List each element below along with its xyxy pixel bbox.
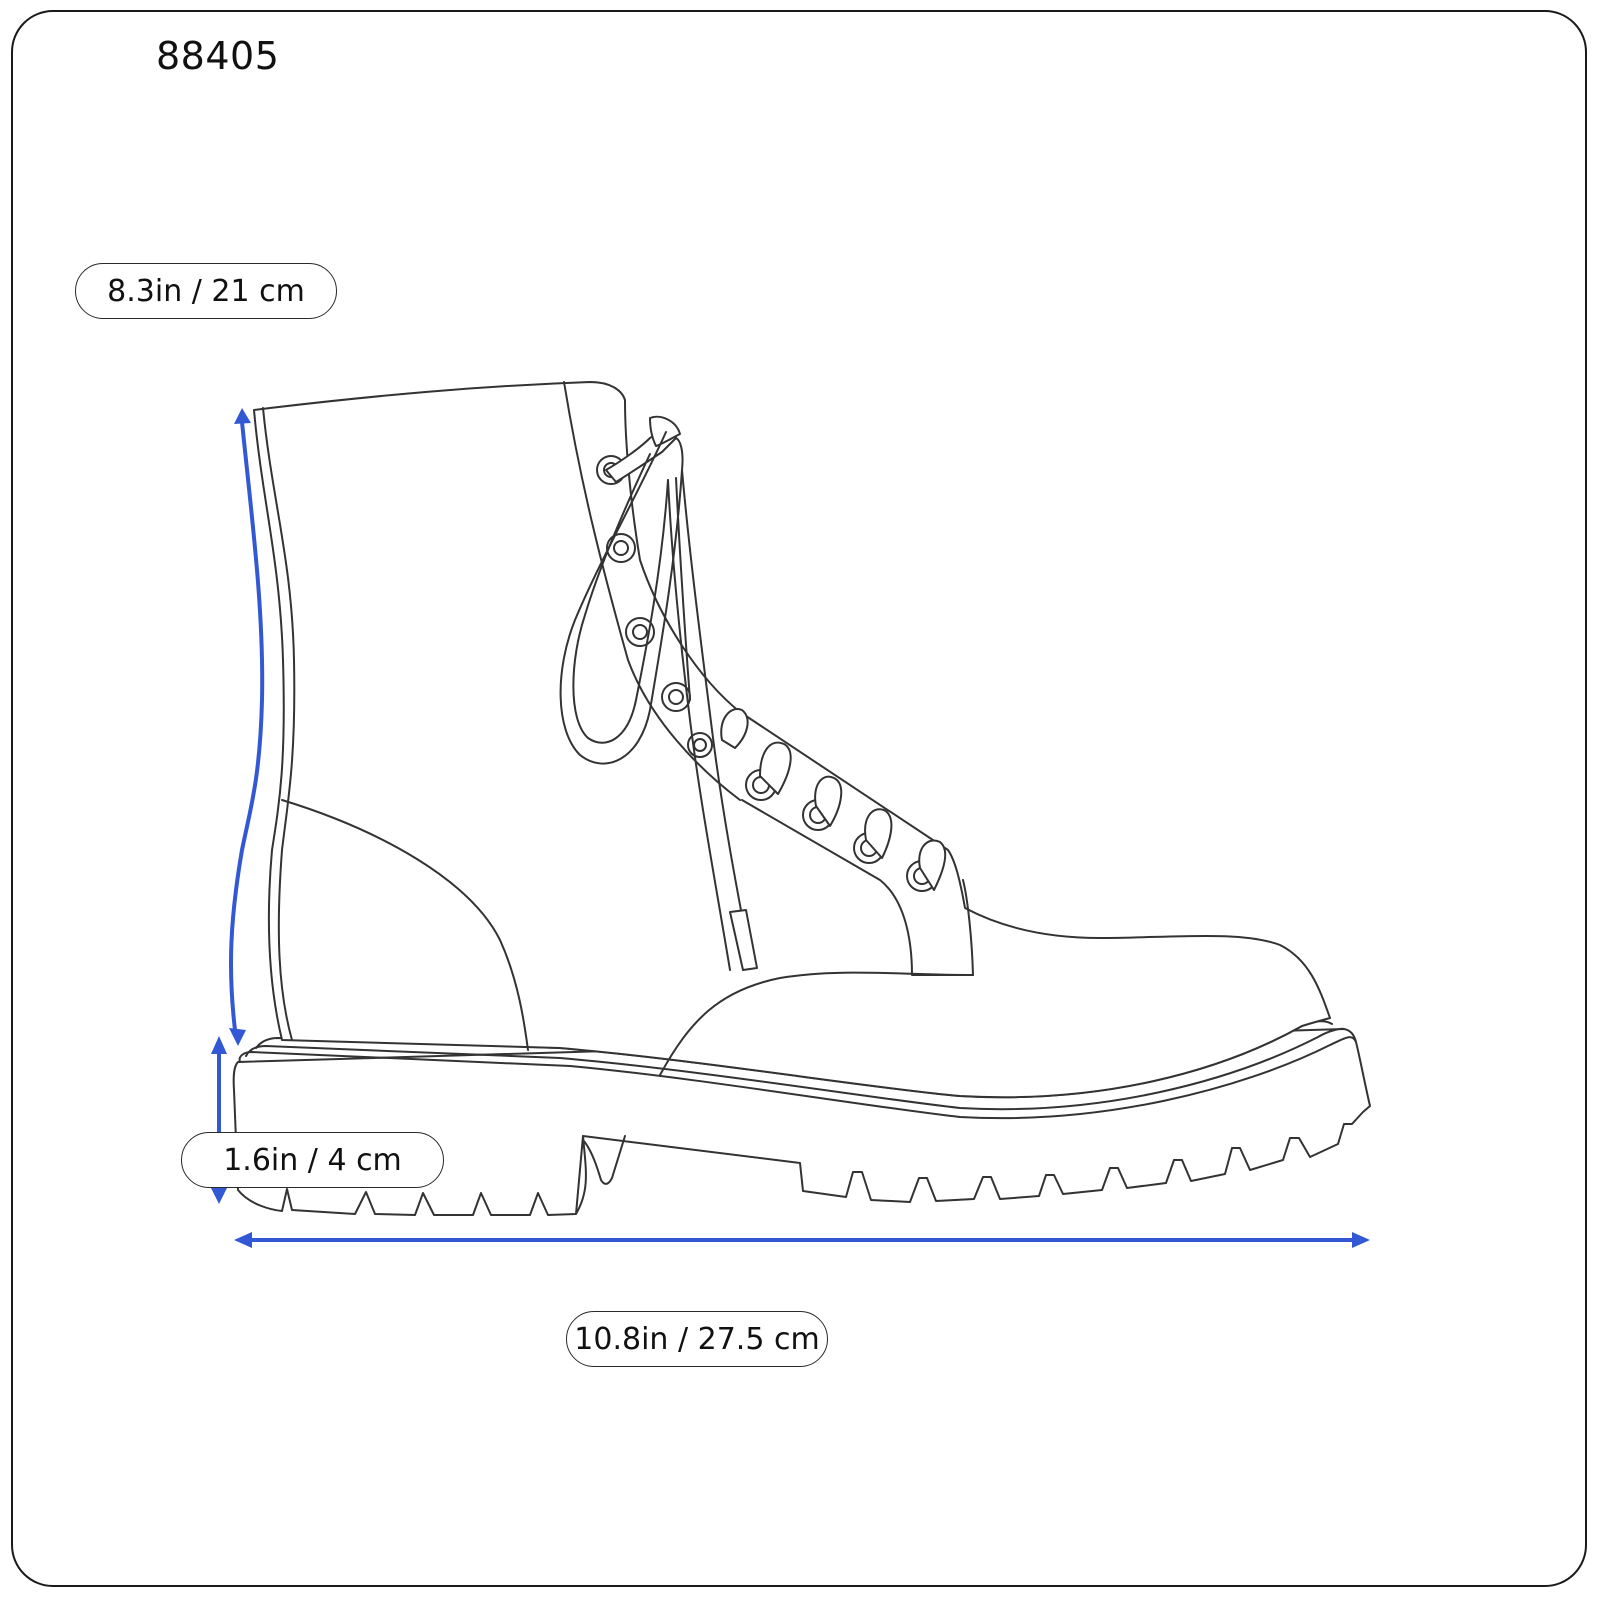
- length-label: 10.8in / 27.5 cm: [566, 1311, 828, 1367]
- upper: [253, 381, 1331, 1099]
- shaft-height-arrow: [228, 408, 265, 1046]
- length-arrow: [234, 1232, 1370, 1248]
- heel-height-label: 1.6in / 4 cm: [181, 1132, 444, 1188]
- laces: [559, 415, 947, 971]
- product-id: 88405: [156, 34, 280, 78]
- shaft-height-label: 8.3in / 21 cm: [75, 263, 337, 319]
